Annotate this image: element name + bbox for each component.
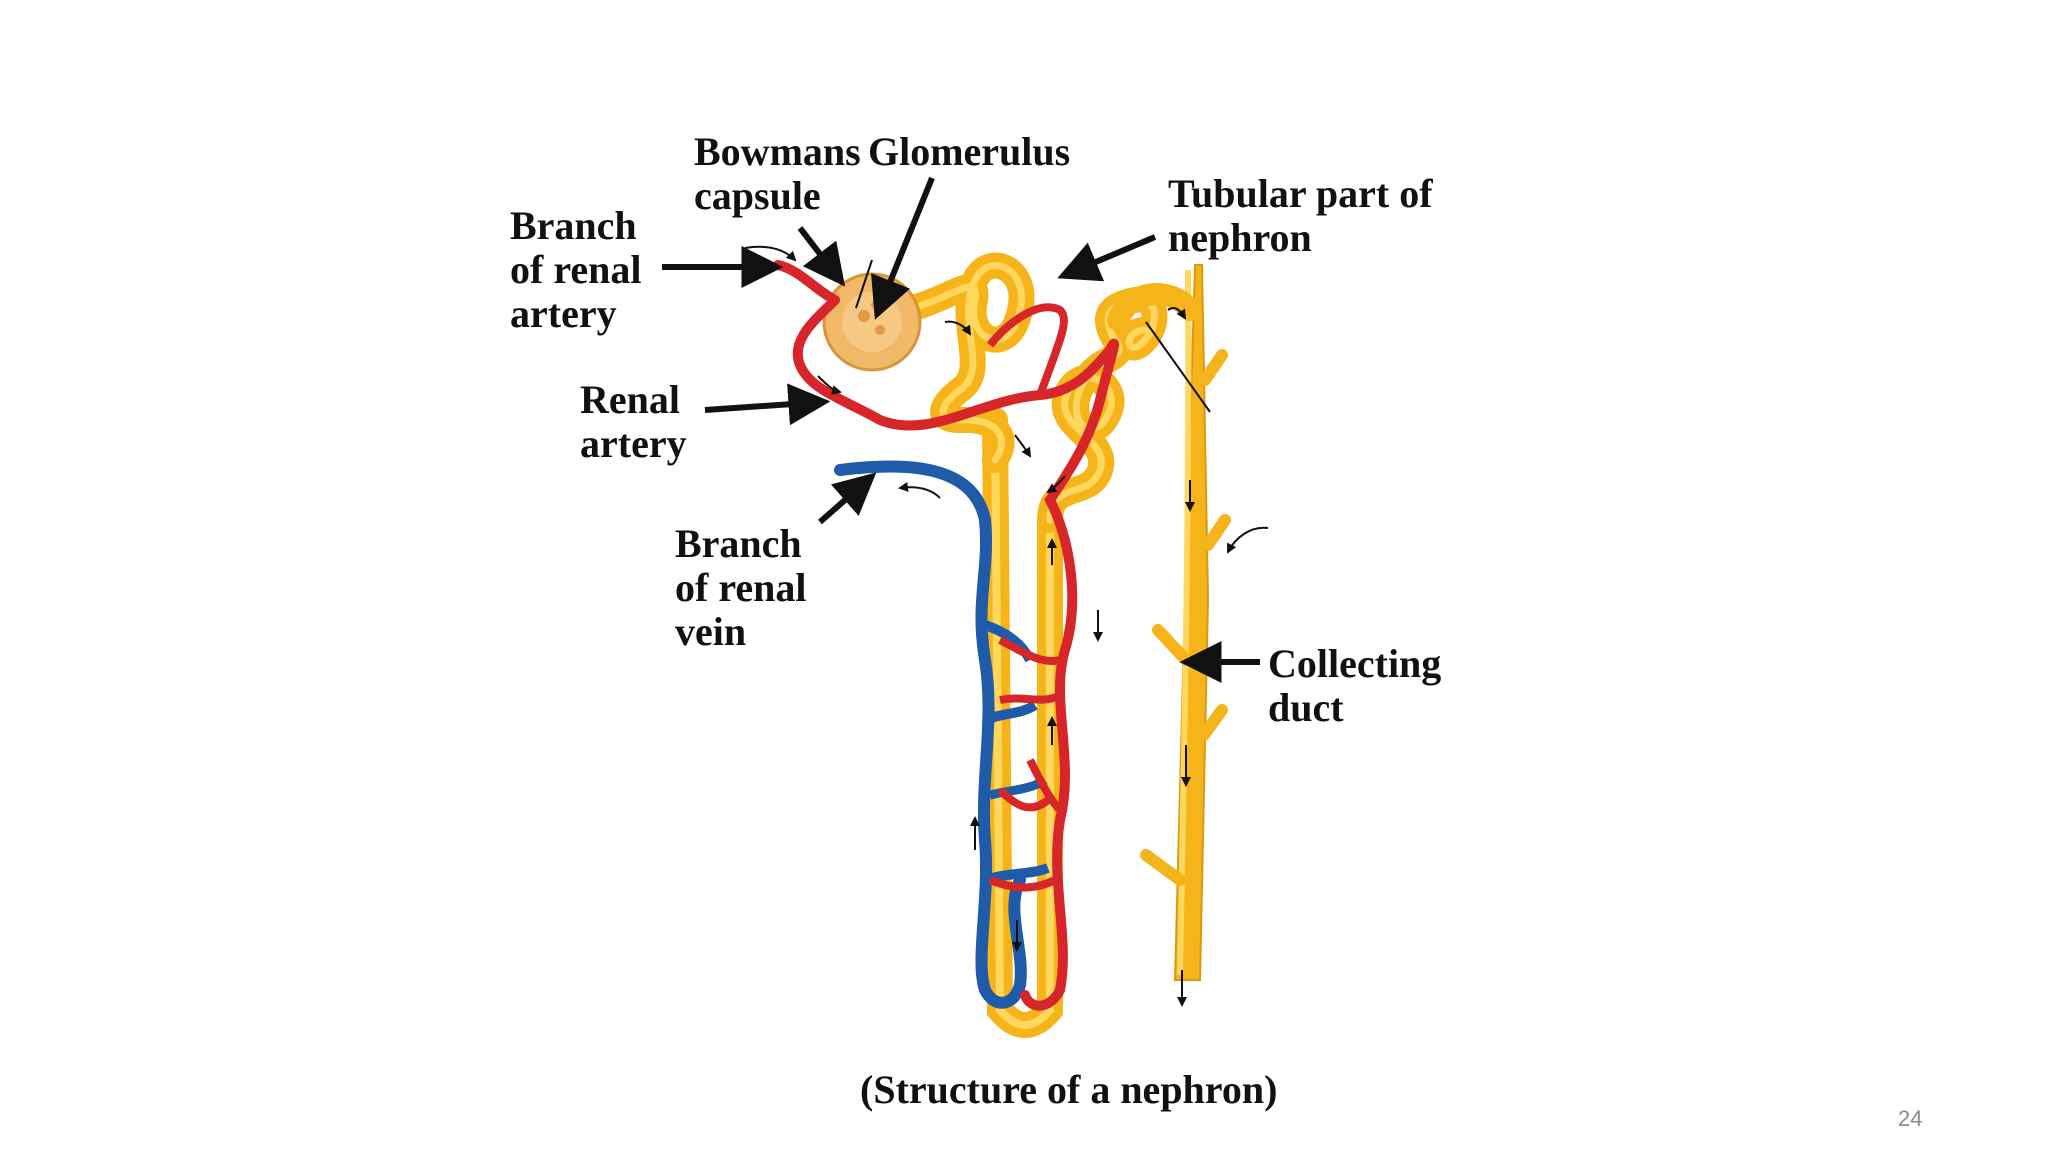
glomerulus-label: Glomerulus: [868, 129, 1071, 174]
page-number: 24: [1898, 1106, 1923, 1131]
branch-renal-vein-label: Branch of renal vein: [675, 521, 807, 654]
collecting-duct-label: Collecting duct: [1268, 641, 1442, 730]
tubular-part-label: Tubular part of nephron: [1168, 171, 1433, 260]
diagram-caption: (Structure of a nephron): [860, 1067, 1278, 1112]
collecting-duct-shape: [1140, 264, 1231, 981]
bowmans-capsule-label: Bowmans capsule: [694, 129, 861, 218]
flow-arrows: [744, 245, 1269, 1007]
label-pointers: [662, 176, 1260, 683]
renal-artery-label: Renal artery: [580, 377, 687, 466]
loop-of-henle: [982, 407, 1063, 1038]
bowmans-capsule-shape: [822, 272, 922, 372]
branch-renal-artery-label: Branch of renal artery: [510, 203, 642, 336]
